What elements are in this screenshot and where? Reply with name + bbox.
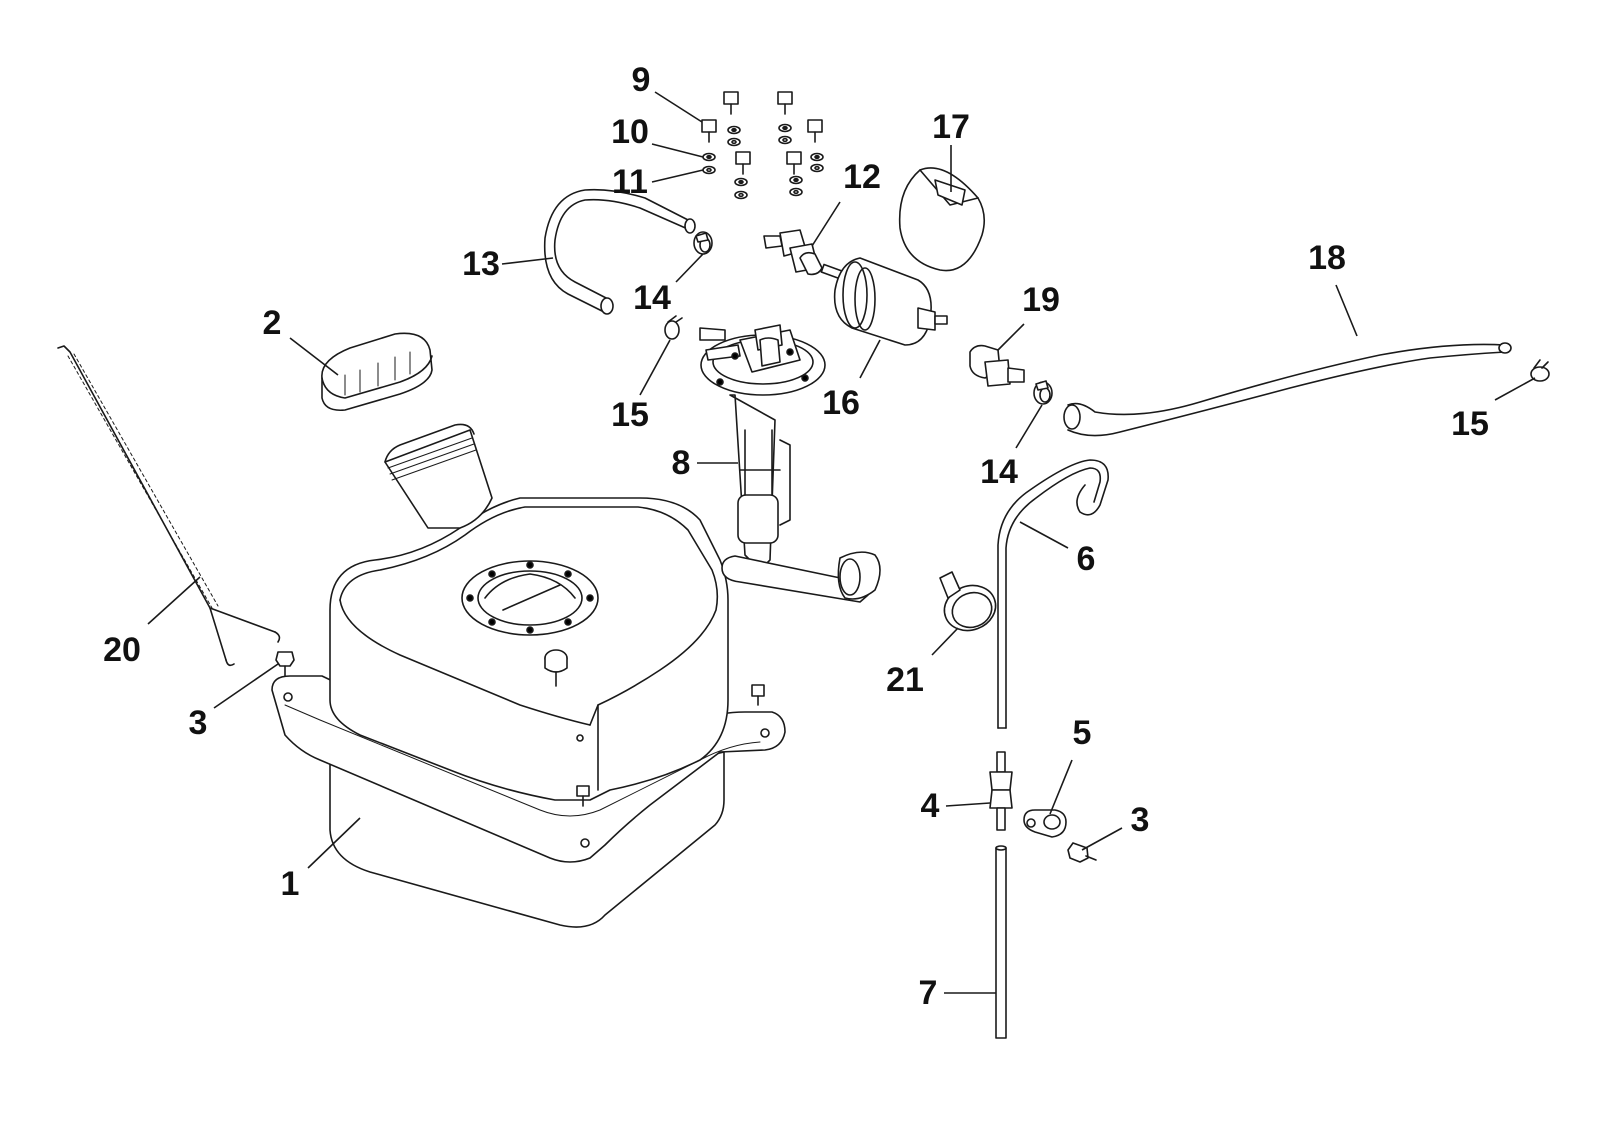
callout-7: 7	[919, 974, 938, 1012]
callout-11: 11	[612, 163, 648, 201]
fuel-cap-part	[321, 332, 433, 412]
hose-clamp-large-part	[939, 571, 997, 632]
callout-21: 21	[886, 661, 924, 699]
check-valve-part	[989, 751, 1013, 831]
screw-4	[777, 91, 793, 145]
outlet-connector-part	[969, 344, 1025, 387]
callout-17: 17	[932, 108, 970, 146]
hose-clamp-part-lower	[1033, 380, 1053, 405]
callout-labels: 1 2 3 3 4 5 6 7 8 9 10 11 12 13 14 14 15…	[103, 61, 1489, 1012]
fuel-tank-part	[271, 423, 786, 928]
callout-18: 18	[1308, 239, 1346, 277]
callout-16: 16	[822, 384, 860, 422]
fuel-filter-part	[820, 257, 948, 346]
bolt-part-right	[1067, 842, 1097, 863]
callout-14-lower: 14	[980, 453, 1018, 491]
callout-4: 4	[921, 787, 940, 825]
leader-lines	[147, 91, 1536, 994]
p-clamp-part	[1023, 809, 1067, 838]
callout-8: 8	[672, 444, 691, 482]
screws-and-washers-part	[701, 91, 824, 200]
spring-clip-part-right	[1530, 359, 1550, 382]
callout-3-left: 3	[189, 704, 208, 742]
callout-14-upper: 14	[633, 279, 671, 317]
bolt-part-left	[275, 651, 295, 677]
quick-connector-part	[763, 229, 823, 276]
fuel-pump-part	[699, 324, 881, 603]
callout-1: 1	[281, 865, 300, 903]
screw-2	[723, 91, 741, 147]
screw-5	[807, 119, 824, 173]
callout-20: 20	[103, 631, 141, 669]
screw-6	[786, 151, 803, 197]
screw-3	[734, 151, 751, 200]
callout-9: 9	[632, 61, 651, 99]
callout-15-right: 15	[1451, 405, 1489, 443]
callout-10: 10	[611, 113, 649, 151]
callout-2: 2	[263, 304, 282, 342]
screw-1	[701, 119, 717, 175]
filter-bracket-part	[898, 167, 986, 272]
callout-6: 6	[1077, 540, 1096, 578]
fuel-hose-short-part	[543, 188, 696, 315]
callout-15-left: 15	[611, 396, 649, 434]
wire-rod-part	[57, 345, 281, 667]
fuel-hose-long-part	[1063, 342, 1512, 437]
spring-clip-part-left	[664, 315, 683, 340]
callout-13: 13	[462, 245, 500, 283]
vent-tube-part	[997, 459, 1109, 729]
drain-tube-part	[995, 845, 1007, 1039]
callout-19: 19	[1022, 281, 1060, 319]
hose-clamp-part-upper	[693, 231, 713, 255]
callout-3-right: 3	[1131, 801, 1150, 839]
callout-12: 12	[843, 158, 881, 196]
callout-5: 5	[1073, 714, 1092, 752]
